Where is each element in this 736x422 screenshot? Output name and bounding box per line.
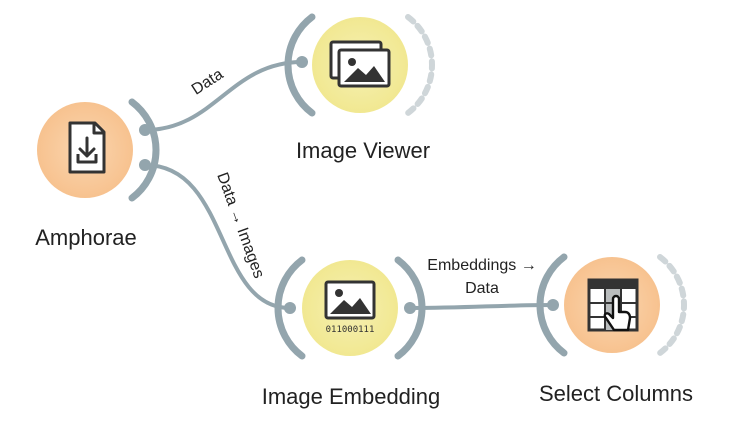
link-label-data-images: Data → Images	[213, 170, 267, 280]
select-columns-icon	[587, 278, 639, 332]
node-label-amphorae: Amphorae	[35, 225, 137, 250]
link-image-embedding-to-select-columns[interactable]	[408, 303, 555, 310]
node-select-columns-input-port[interactable]	[547, 299, 559, 311]
link-amphorae-to-image-viewer[interactable]	[143, 60, 304, 132]
node-amphorae[interactable]	[37, 98, 160, 202]
node-image-viewer[interactable]	[284, 13, 435, 117]
node-image-embedding-input-arc[interactable]	[274, 256, 306, 360]
image-gallery-icon	[329, 40, 391, 88]
node-select-columns-input-arc[interactable]	[536, 253, 568, 357]
node-image-embedding-output-port[interactable]	[404, 302, 416, 314]
image-embedding-icon-text: 011000111	[326, 325, 375, 335]
node-select-columns[interactable]	[536, 253, 687, 357]
node-amphorae-output-port-2[interactable]	[139, 159, 151, 171]
node-label-select-columns: Select Columns	[538, 381, 694, 406]
image-embedding-icon: 011000111	[324, 280, 376, 335]
link-label-data: Data	[189, 66, 227, 99]
node-select-columns-output-arc[interactable]	[657, 254, 687, 356]
link-label-embeddings: Embeddings →	[427, 257, 536, 274]
node-label-image-embedding: Image Embedding	[261, 384, 441, 409]
file-download-icon	[68, 121, 106, 174]
node-image-embedding[interactable]: 011000111	[274, 256, 426, 360]
link-amphorae-to-image-embedding[interactable]	[143, 163, 292, 310]
node-image-embedding-output-arc[interactable]	[394, 256, 426, 360]
node-image-viewer-output-arc[interactable]	[405, 14, 435, 116]
node-amphorae-output-port[interactable]	[139, 124, 151, 136]
node-image-embedding-input-port[interactable]	[284, 302, 296, 314]
node-image-viewer-input-port[interactable]	[296, 56, 308, 68]
node-label-image-viewer: Image Viewer	[295, 138, 431, 163]
node-amphorae-output-arc[interactable]	[128, 98, 160, 202]
node-image-viewer-input-arc[interactable]	[284, 13, 316, 117]
link-label-embeddings-data: Data	[465, 280, 499, 297]
